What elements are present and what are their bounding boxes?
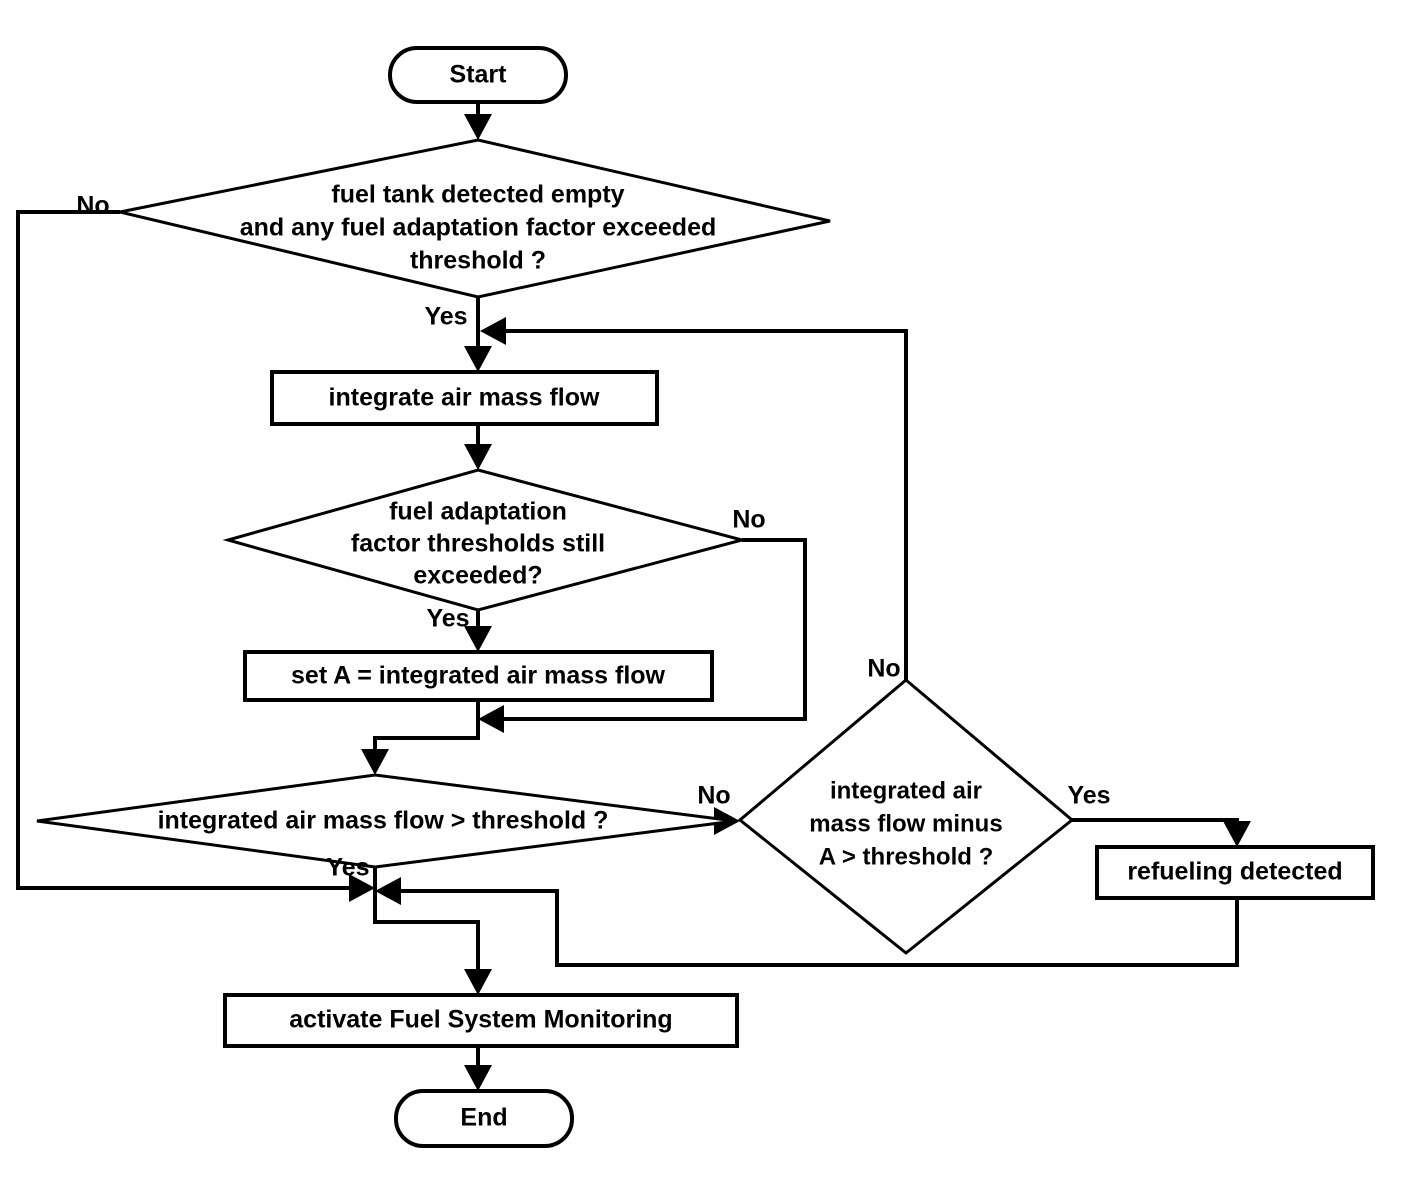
edge-decision-minus-a-yes: [1072, 818, 1251, 847]
edge-label-thresholds-still-no: No: [732, 506, 765, 534]
node-decision-tank-empty-line3: threshold ?: [410, 247, 546, 275]
edge-decision-thresholds-no: [478, 538, 807, 733]
node-end-label: End: [460, 1104, 507, 1132]
edge-decision-minus-a-no-feedback: [480, 317, 908, 680]
node-process-set-a[interactable]: set A = integrated air mass flow: [243, 650, 714, 702]
edge-start-to-decision-tank-empty: [464, 101, 492, 140]
node-decision-flow-threshold-line1: integrated air mass flow > threshold ?: [158, 807, 609, 835]
edge-decision-thresholds-yes: [464, 610, 492, 652]
edge-integrate-to-decision-thresholds: [464, 424, 492, 470]
edge-label-tank-empty-no: No: [76, 192, 109, 220]
node-start-label: Start: [450, 61, 508, 89]
edge-label-tank-empty-yes: Yes: [424, 303, 467, 331]
edge-decision-tank-empty-yes: [464, 297, 492, 372]
node-decision-thresholds-still-line3: exceeded?: [413, 562, 542, 590]
edge-label-flow-threshold-no: No: [697, 782, 730, 810]
node-decision-minus-a-line1: integrated air: [830, 777, 982, 804]
node-process-refueling-label: refueling detected: [1127, 858, 1342, 886]
node-decision-thresholds-still[interactable]: fuel adaptation factor thresholds still …: [222, 468, 748, 612]
node-process-integrate-label: integrate air mass flow: [329, 384, 600, 412]
edge-activate-to-end: [464, 1046, 492, 1091]
node-process-activate[interactable]: activate Fuel System Monitoring: [223, 993, 739, 1048]
edge-label-minus-a-no: No: [867, 655, 900, 683]
node-process-integrate[interactable]: integrate air mass flow: [270, 370, 659, 426]
node-decision-minus-a-line3: A > threshold ?: [819, 843, 993, 870]
edge-decision-flow-threshold-yes: [373, 867, 492, 995]
edge-label-minus-a-yes: Yes: [1067, 782, 1110, 810]
node-decision-flow-threshold[interactable]: integrated air mass flow > threshold ?: [36, 773, 736, 869]
node-decision-thresholds-still-line1: fuel adaptation: [389, 498, 567, 526]
edge-label-thresholds-still-yes: Yes: [426, 605, 469, 633]
node-process-refueling[interactable]: refueling detected: [1095, 845, 1375, 900]
edge-decision-tank-empty-no: [16, 210, 375, 902]
node-decision-minus-a-line2: mass flow minus: [809, 810, 1002, 837]
node-decision-tank-empty-line2: and any fuel adaptation factor exceeded: [240, 214, 717, 242]
edge-set-a-to-decision-flow-threshold: [361, 700, 480, 775]
edge-refueling-to-junction: [375, 877, 1239, 967]
node-process-set-a-label: set A = integrated air mass flow: [291, 662, 666, 690]
node-process-activate-label: activate Fuel System Monitoring: [289, 1006, 672, 1034]
node-decision-thresholds-still-line2: factor thresholds still: [351, 530, 605, 558]
edge-label-flow-threshold-yes: Yes: [326, 854, 369, 882]
node-decision-tank-empty[interactable]: fuel tank detected empty and any fuel ad…: [119, 138, 831, 299]
node-end[interactable]: End: [394, 1089, 574, 1148]
node-decision-minus-a[interactable]: integrated air mass flow minus A > thres…: [737, 678, 1075, 955]
node-start[interactable]: Start: [388, 46, 568, 104]
node-decision-tank-empty-line1: fuel tank detected empty: [331, 181, 624, 209]
